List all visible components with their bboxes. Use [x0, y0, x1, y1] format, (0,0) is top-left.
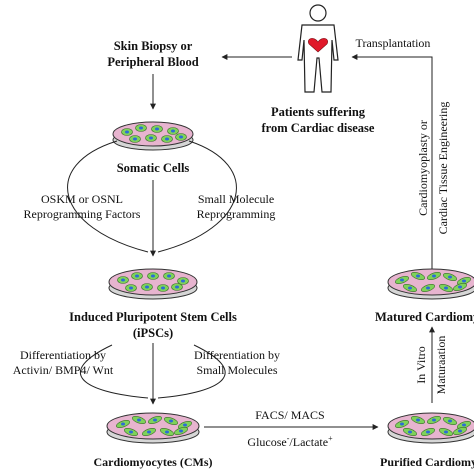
nucleus-icon: [179, 429, 183, 433]
petri-dish-ipsc: [108, 268, 198, 300]
arrow-transplantation: [351, 54, 433, 272]
nucleus-icon: [135, 274, 139, 278]
diff-left-label-line2: Activin/ BMP4/ Wnt: [13, 363, 114, 377]
curve-reprogramming-right: [157, 140, 237, 253]
nucleus-icon: [165, 430, 169, 434]
nucleus-icon: [155, 127, 159, 131]
nucleus-icon: [147, 430, 151, 434]
nucleus-icon: [426, 430, 430, 434]
nucleus-icon: [149, 136, 153, 140]
nucleus-icon: [153, 418, 157, 422]
nucleus-icon: [121, 278, 125, 282]
nucleus-icon: [448, 275, 452, 279]
small-molecule-label-line2: Reprogramming: [197, 207, 276, 221]
ipsc-label-line2: (iPSCs): [133, 326, 173, 340]
nucleus-icon: [408, 286, 412, 290]
nucleus-icon: [183, 423, 187, 427]
nucleus-icon: [458, 285, 462, 289]
human-figure-icon: [297, 4, 339, 93]
curve-reprogramming-left: [67, 140, 149, 253]
heart-icon: [308, 38, 328, 53]
nucleus-icon: [444, 430, 448, 434]
nucleus-icon: [137, 418, 141, 422]
nucleus-icon: [448, 419, 452, 423]
nucleus-icon: [151, 274, 155, 278]
nucleus-icon: [161, 286, 165, 290]
invitro-label-line2: Maturaation: [434, 336, 448, 395]
purified-label: Purified Cardiomyocytes: [380, 455, 474, 469]
nucleus-icon: [444, 286, 448, 290]
curve-differentiation-left: [79, 344, 149, 399]
engineering-label-line2: Cardiac Tissue Engineering: [436, 102, 450, 235]
nucleus-icon: [426, 286, 430, 290]
nucleus-icon: [125, 130, 129, 134]
nucleus-icon: [416, 418, 420, 422]
nucleus-icon: [432, 418, 436, 422]
patients-label-line1: Patients suffering: [271, 105, 366, 119]
ipsc-label-line1: Induced Pluripotent Stem Cells: [69, 310, 237, 324]
source-label-line1: Skin Biopsy or: [114, 39, 193, 53]
nucleus-icon: [167, 274, 171, 278]
nucleus-icon: [179, 135, 183, 139]
nucleus-icon: [462, 279, 466, 283]
small-molecule-label-line1: Small Molecule: [198, 192, 274, 206]
diff-left-label-line1: Differentiation by: [20, 348, 106, 362]
glucose-lactate-label: Glucose-/Lactate+: [247, 434, 333, 449]
nucleus-icon: [139, 126, 143, 130]
diff-right-label-line1: Differentiation by: [194, 348, 280, 362]
petri-dish-cardiomyocytes: [106, 412, 200, 444]
engineering-label-line1: Cardiomyoplasty or: [416, 120, 430, 216]
nucleus-icon: [171, 129, 175, 133]
oskm-label-line2: Reprogramming Factors: [24, 207, 141, 221]
patients-label-line2: from Cardiac disease: [262, 121, 375, 135]
nucleus-icon: [400, 422, 404, 426]
nucleus-icon: [181, 279, 185, 283]
nucleus-icon: [169, 419, 173, 423]
invitro-label-line1: In Vitro: [414, 346, 428, 383]
nucleus-icon: [165, 137, 169, 141]
nucleus-icon: [121, 422, 125, 426]
nucleus-icon: [400, 278, 404, 282]
nucleus-icon: [432, 274, 436, 278]
curve-differentiation-right: [157, 344, 226, 399]
nucleus-icon: [458, 429, 462, 433]
nucleus-icon: [462, 423, 466, 427]
nucleus-icon: [416, 274, 420, 278]
nucleus-icon: [129, 430, 133, 434]
nucleus-icon: [133, 137, 137, 141]
nucleus-icon: [175, 285, 179, 289]
petri-dish-matured: [387, 268, 474, 300]
petri-dish-somatic: [112, 121, 194, 151]
nucleus-icon: [145, 285, 149, 289]
cardiomyocytes-label: Cardiomyocytes (CMs): [94, 455, 213, 469]
nucleus-icon: [129, 286, 133, 290]
nucleus-icon: [408, 430, 412, 434]
source-label-line2: Peripheral Blood: [107, 55, 198, 69]
transplantation-label: Transplantation: [356, 36, 431, 50]
matured-label: Matured Cardiomyocytes: [375, 310, 474, 324]
oskm-label-line1: OSKM or OSNL: [41, 192, 123, 206]
facs-label: FACS/ MACS: [255, 408, 324, 422]
somatic-cells-label: Somatic Cells: [117, 161, 190, 175]
diff-right-label-line2: Small Molecules: [197, 363, 278, 377]
petri-dish-purified: [387, 412, 474, 444]
